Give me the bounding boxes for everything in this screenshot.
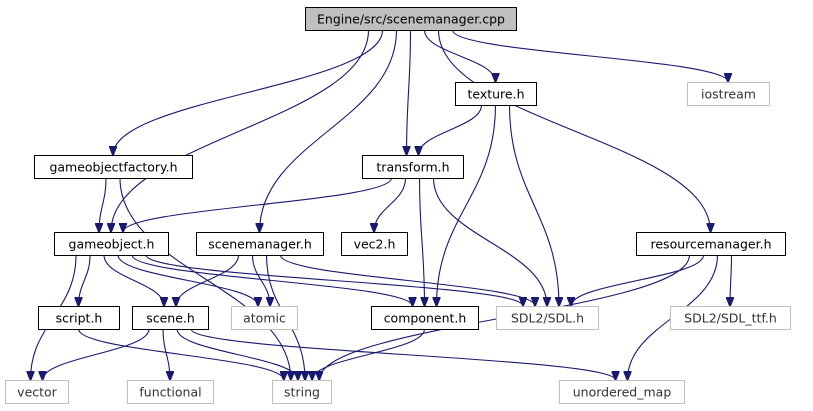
edge-transform-h-to-component-h (418, 177, 425, 306)
edge-scene-h-to-unordered-map (190, 328, 616, 380)
node-box (371, 306, 479, 330)
node-vec2-h[interactable]: vec2.h (341, 232, 408, 256)
edge-gameobject-h-to-sdl-h (145, 254, 523, 306)
node-label: component.h (384, 311, 467, 326)
node-label: resourcemanager.h (651, 237, 772, 252)
node-box (272, 380, 332, 404)
node-label: gameobjectfactory.h (49, 160, 177, 175)
node-sdl-ttf-h[interactable]: SDL2/SDL_ttf.h (670, 306, 791, 330)
edge-scenemanager-cpp-to-scenemanager-h (260, 29, 398, 232)
node-gameobjectfactory-h[interactable]: gameobjectfactory.h (34, 155, 193, 179)
edge-texture-h-to-sdl-h (508, 104, 560, 306)
node-box (196, 232, 324, 256)
node-atomic[interactable]: atomic (231, 306, 298, 330)
node-iostream[interactable]: iostream (687, 82, 770, 106)
node-label: scenemanager.h (208, 237, 312, 252)
edge-texture-h-to-component-h (437, 104, 497, 306)
node-box (54, 232, 169, 256)
node-texture-h[interactable]: texture.h (455, 82, 537, 106)
edge-scenemanager-h-to-scene-h (176, 254, 240, 306)
edge-gameobject-h-to-component-h (131, 254, 413, 306)
node-box (38, 306, 120, 330)
node-resourcemanager-h[interactable]: resourcemanager.h (636, 232, 786, 256)
node-box (341, 232, 408, 256)
edge-scenemanager-cpp-to-resourcemanager-h (437, 29, 711, 232)
node-label: unordered_map (573, 385, 672, 400)
node-script-h[interactable]: script.h (38, 306, 120, 330)
edge-scenemanager-cpp-to-transform-h (407, 29, 412, 155)
node-label: transform.h (376, 160, 449, 175)
node-functional[interactable]: functional (127, 380, 214, 404)
edge-resourcemanager-h-to-sdl-ttf-h (730, 254, 732, 306)
node-box (231, 306, 298, 330)
edge-scene-h-to-vector (43, 328, 150, 380)
node-label: texture.h (467, 87, 524, 102)
edge-scene-h-to-functional (162, 328, 170, 380)
edge-gameobject-h-to-scene-h (103, 254, 164, 306)
edge-scenemanager-cpp-to-gameobject-h (111, 29, 370, 232)
node-box (670, 306, 791, 330)
edge-scenemanager-h-to-sdl-h (279, 254, 536, 306)
node-label: atomic (243, 311, 286, 326)
edge-texture-h-to-transform-h (419, 104, 483, 155)
node-label: functional (139, 385, 201, 400)
edge-gameobjectfactory-h-to-string (119, 177, 291, 380)
edge-scenemanager-h-to-atomic (251, 254, 271, 306)
node-label: scene.h (146, 311, 195, 326)
node-scene-h[interactable]: scene.h (132, 306, 209, 330)
nodes-layer: Engine/src/scenemanager.cpp gameobjectfac… (5, 7, 791, 404)
node-label: iostream (701, 87, 756, 102)
node-box (127, 380, 214, 404)
edge-scene-h-to-string (176, 328, 298, 380)
edge-gameobjectfactory-h-to-gameobject-h (99, 177, 107, 232)
node-component-h[interactable]: component.h (371, 306, 479, 330)
node-box (34, 155, 193, 179)
node-label: vec2.h (354, 237, 396, 252)
node-scenemanager-cpp[interactable]: Engine/src/scenemanager.cpp (305, 7, 517, 31)
node-label: script.h (56, 311, 103, 326)
edge-gameobject-h-to-atomic (117, 254, 258, 306)
edge-script-h-to-string (77, 328, 284, 380)
node-box (362, 155, 464, 179)
node-box (305, 7, 517, 31)
node-box (455, 82, 537, 106)
node-label: Engine/src/scenemanager.cpp (317, 12, 505, 27)
edge-gameobject-h-to-script-h (79, 254, 91, 306)
node-vector[interactable]: vector (5, 380, 69, 404)
edge-transform-h-to-gameobject-h (123, 177, 393, 232)
node-box (496, 306, 599, 330)
node-box (559, 380, 685, 404)
node-box (687, 82, 770, 106)
node-unordered-map[interactable]: unordered_map (559, 380, 685, 404)
edge-transform-h-to-vec2-h (374, 177, 407, 232)
edge-scenemanager-cpp-to-texture-h (423, 29, 496, 82)
node-label: gameobject.h (69, 237, 155, 252)
edge-transform-h-to-sdl-h (432, 177, 548, 306)
node-box (132, 306, 209, 330)
node-scenemanager-h[interactable]: scenemanager.h (196, 232, 324, 256)
node-string[interactable]: string (272, 380, 332, 404)
edge-resourcemanager-h-to-sdl-h (571, 254, 705, 306)
edge-component-h-to-string (312, 328, 426, 380)
node-gameobject-h[interactable]: gameobject.h (54, 232, 169, 256)
edges-layer (31, 29, 732, 380)
edge-scenemanager-cpp-to-iostream (451, 29, 729, 82)
edge-scenemanager-cpp-to-gameobjectfactory-h (113, 29, 384, 155)
node-label: string (284, 385, 320, 400)
node-label: SDL2/SDL_ttf.h (684, 311, 777, 326)
node-sdl-h[interactable]: SDL2/SDL.h (496, 306, 599, 330)
node-box (5, 380, 69, 404)
node-label: SDL2/SDL.h (511, 311, 584, 326)
node-transform-h[interactable]: transform.h (362, 155, 464, 179)
node-box (636, 232, 786, 256)
node-label: vector (17, 385, 58, 400)
